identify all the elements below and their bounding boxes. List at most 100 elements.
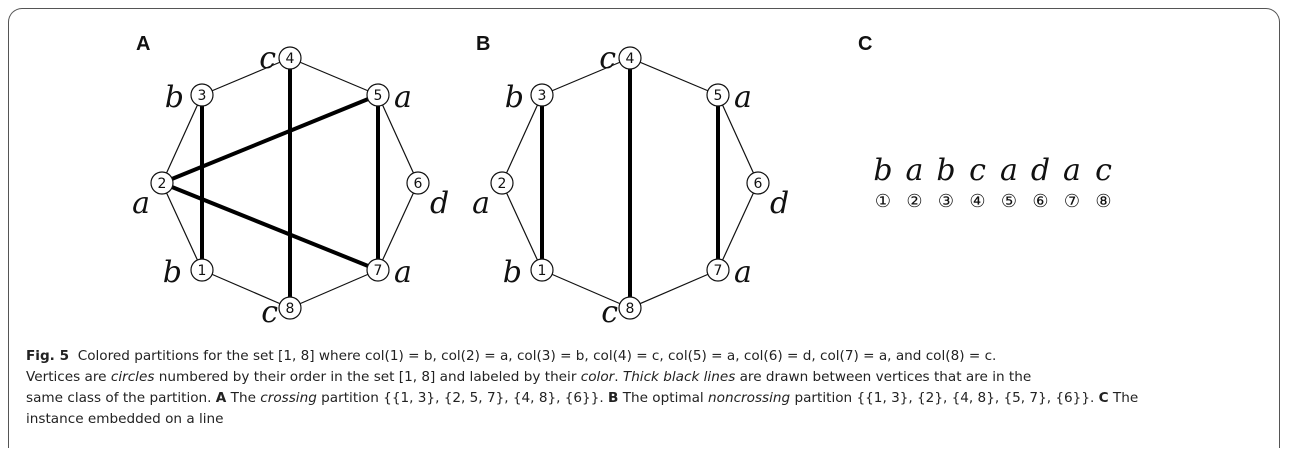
vertex-circle bbox=[278, 46, 302, 70]
caption-panel-ref: C bbox=[1098, 390, 1109, 406]
vertex-number: 4 bbox=[626, 51, 635, 67]
caption-line-2: Vertices are circles numbered by their o… bbox=[26, 367, 1266, 388]
vertex-circle bbox=[530, 258, 554, 282]
line-vertex-number: ⑤ bbox=[1001, 191, 1017, 212]
vertex-circle bbox=[618, 46, 642, 70]
caption-text: The optimal bbox=[618, 390, 709, 406]
vertex-number: 5 bbox=[374, 88, 383, 104]
vertex-color-label: c bbox=[259, 41, 276, 76]
vertex-number: 1 bbox=[198, 263, 207, 279]
figure-caption: Fig. 5 Colored partitions for the set [1… bbox=[26, 346, 1266, 430]
vertex-color-label: a bbox=[734, 255, 752, 290]
vertex-number: 3 bbox=[198, 88, 207, 104]
vertex-color-label: b bbox=[503, 255, 522, 290]
vertex-number: 7 bbox=[374, 263, 383, 279]
line-vertex-number: ⑧ bbox=[1095, 191, 1111, 212]
caption-text: numbered by their order in the set [1, 8… bbox=[154, 369, 581, 385]
vertex-color-label: d bbox=[430, 186, 449, 221]
polygon-edge bbox=[717, 94, 759, 184]
caption-text: are drawn between vertices that are in t… bbox=[735, 369, 1032, 385]
caption-panel-ref: A bbox=[215, 390, 227, 406]
caption-text: partition {{1, 3}, {2, 5, 7}, {4, 8}, {6… bbox=[316, 390, 608, 406]
vertex-color-label: c bbox=[599, 41, 616, 76]
caption-text: partition {{1, 3}, {2}, {4, 8}, {5, 7}, … bbox=[790, 390, 1099, 406]
vertex-circle bbox=[190, 83, 214, 107]
caption-line1-text: Colored partitions for the set [1, 8] wh… bbox=[77, 348, 997, 364]
vertex-color-label: a bbox=[472, 186, 490, 221]
vertex-circle bbox=[366, 258, 390, 282]
caption-fig-label: Fig. 5 bbox=[26, 348, 70, 364]
line-color-label: a bbox=[906, 153, 924, 188]
partition-edge bbox=[161, 181, 379, 272]
vertex-number: 5 bbox=[714, 88, 723, 104]
vertex-number: 2 bbox=[158, 176, 167, 192]
line-vertex-number: ⑦ bbox=[1064, 191, 1080, 212]
vertex-color-label: c bbox=[601, 295, 618, 330]
vertex-color-label: a bbox=[132, 186, 150, 221]
panel-b-edges bbox=[501, 57, 759, 309]
line-vertex-number: ⑥ bbox=[1032, 191, 1048, 212]
caption-line-3: same class of the partition. A The cross… bbox=[26, 388, 1266, 409]
polygon-edge bbox=[717, 182, 759, 271]
vertex-circle bbox=[278, 296, 302, 320]
polygon-edge bbox=[377, 182, 419, 271]
vertex-number: 8 bbox=[626, 301, 635, 317]
polygon-edge bbox=[289, 269, 379, 309]
vertex-circle bbox=[746, 171, 770, 195]
caption-text: instance embedded on a line bbox=[26, 411, 224, 427]
polygon-edge bbox=[161, 94, 203, 184]
panel-a-edges bbox=[161, 57, 419, 309]
polygon-edge bbox=[541, 57, 631, 96]
line-vertex-number: ④ bbox=[969, 191, 985, 212]
caption-text: The bbox=[1108, 390, 1139, 406]
caption-text: . bbox=[614, 369, 623, 385]
vertex-number: 8 bbox=[286, 301, 295, 317]
figure-frame bbox=[8, 8, 1280, 448]
vertex-number: 2 bbox=[498, 176, 507, 192]
caption-emph: Thick black lines bbox=[622, 369, 736, 385]
vertex-color-label: b bbox=[505, 80, 524, 115]
polygon-edge bbox=[201, 57, 291, 96]
polygon-edge bbox=[289, 57, 379, 96]
vertex-circle bbox=[190, 258, 214, 282]
vertex-color-label: d bbox=[770, 186, 789, 221]
partition-edge bbox=[161, 93, 379, 185]
vertex-number: 6 bbox=[754, 176, 763, 192]
polygon-edge bbox=[541, 269, 631, 309]
caption-emph: circles bbox=[110, 369, 155, 385]
polygon-edge bbox=[201, 269, 291, 309]
vertex-circle bbox=[406, 171, 430, 195]
vertex-circle bbox=[706, 83, 730, 107]
vertex-color-label: a bbox=[394, 80, 412, 115]
line-color-label: a bbox=[1063, 153, 1081, 188]
panel-a-label: A bbox=[136, 33, 150, 55]
caption-text: The bbox=[226, 390, 261, 406]
vertex-circle bbox=[618, 296, 642, 320]
line-color-label: b bbox=[873, 153, 892, 188]
caption-text: Vertices are bbox=[26, 369, 111, 385]
vertex-circle bbox=[366, 83, 390, 107]
vertex-circle bbox=[706, 258, 730, 282]
line-color-label: d bbox=[1031, 153, 1050, 188]
vertex-color-label: c bbox=[261, 295, 278, 330]
vertex-number: 6 bbox=[414, 176, 423, 192]
line-vertex-number: ③ bbox=[938, 191, 954, 212]
caption-emph: noncrossing bbox=[708, 390, 791, 406]
vertex-circle bbox=[150, 171, 174, 195]
line-color-label: b bbox=[936, 153, 955, 188]
caption-emph: color bbox=[580, 369, 615, 385]
vertex-circle bbox=[530, 83, 554, 107]
caption-emph: crossing bbox=[260, 390, 317, 406]
panel-c-label: C bbox=[858, 33, 872, 55]
line-vertex-number: ② bbox=[906, 191, 922, 212]
vertex-color-label: a bbox=[394, 255, 412, 290]
caption-text: same class of the partition. bbox=[26, 390, 216, 406]
vertex-color-label: b bbox=[165, 80, 184, 115]
